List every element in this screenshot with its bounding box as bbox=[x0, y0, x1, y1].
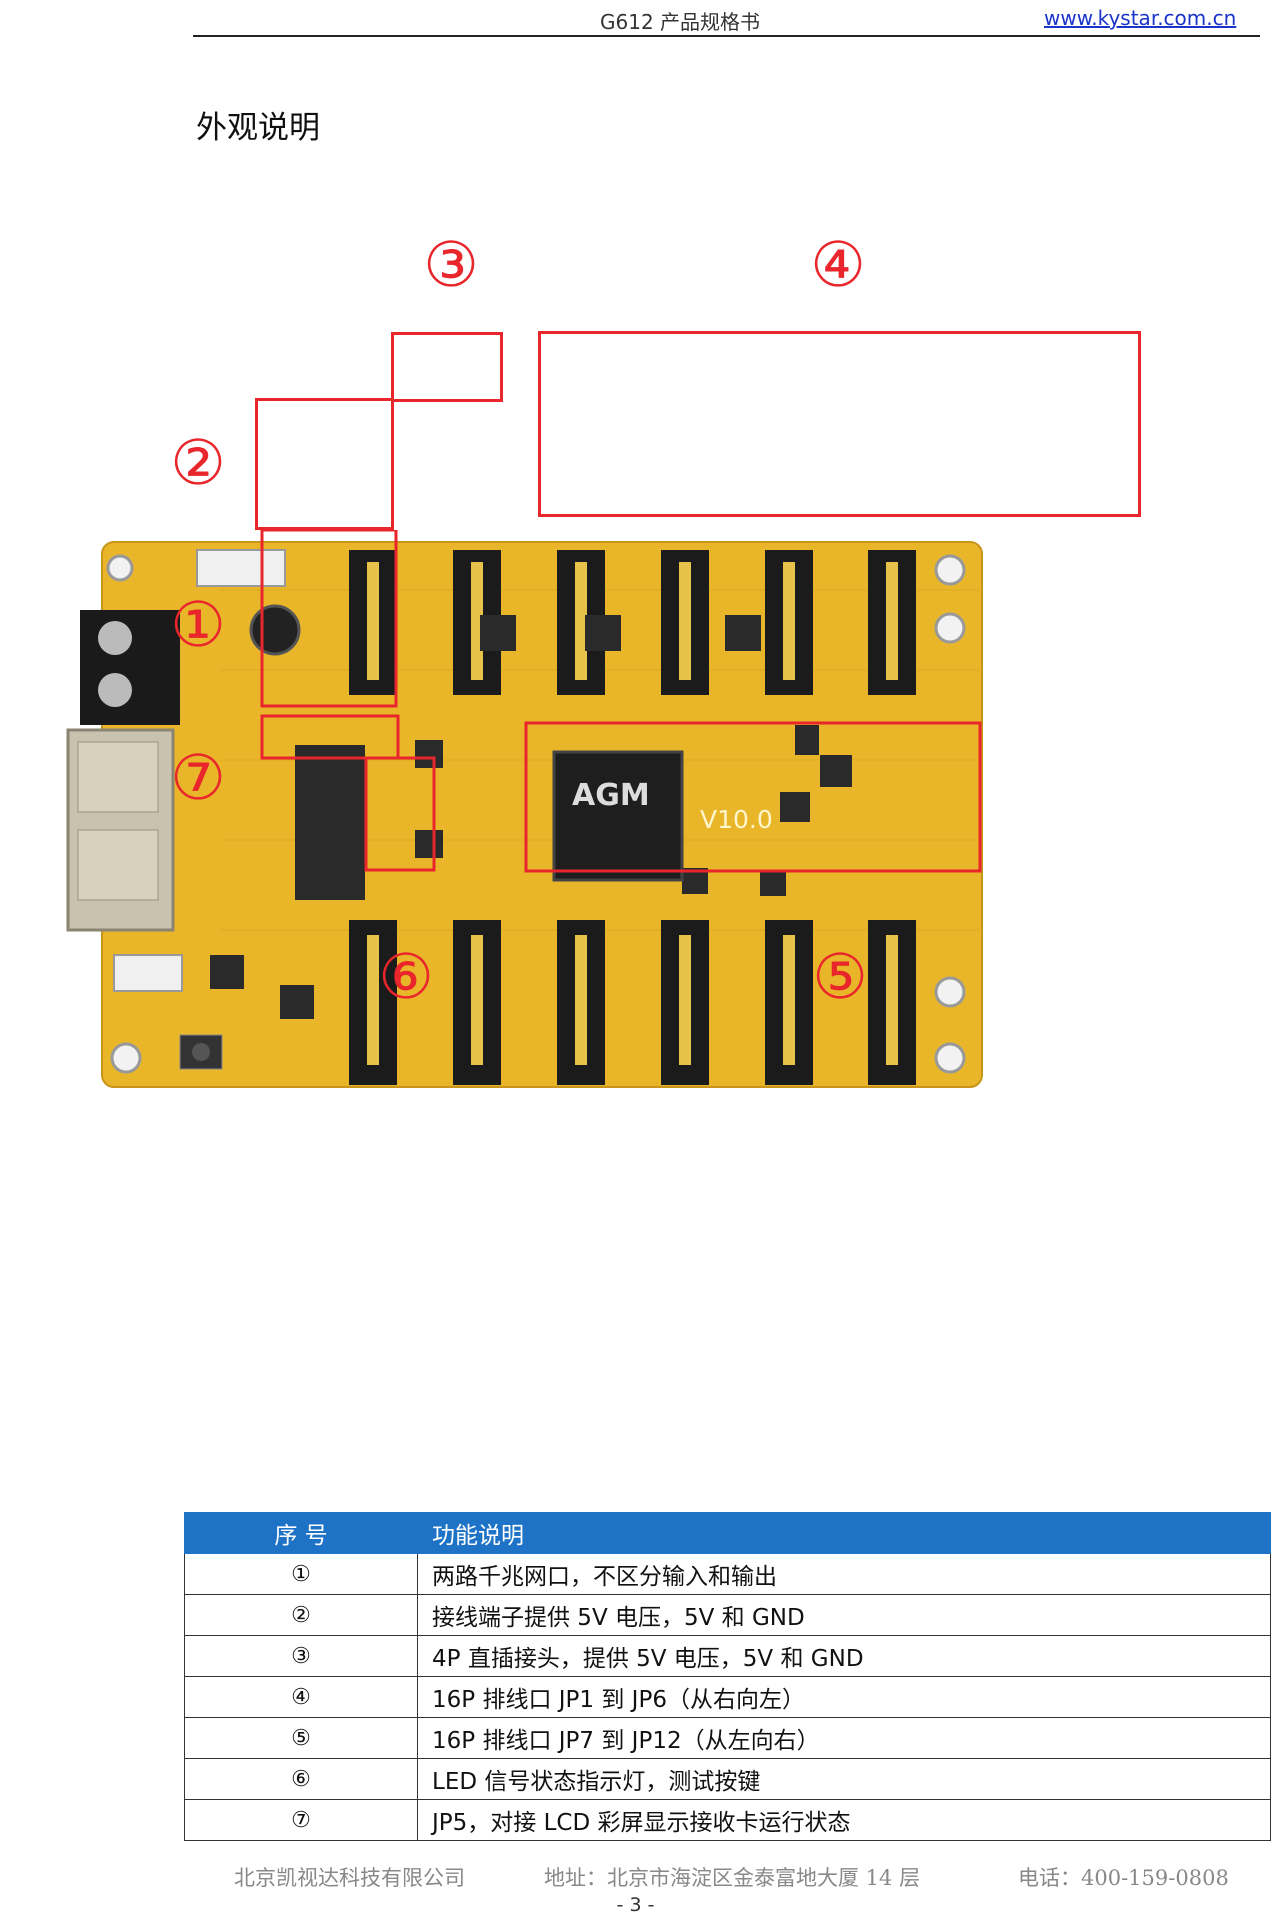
version-label: V10.0 bbox=[700, 805, 773, 834]
row-number: ② bbox=[184, 1594, 418, 1636]
terminal-block bbox=[80, 610, 180, 725]
row-description: 两路千兆网口，不区分输入和输出 bbox=[417, 1553, 1271, 1595]
footer-company: 北京凯视达科技有限公司 bbox=[234, 1866, 465, 1890]
table-row: ⑦ JP5，对接 LCD 彩屏显示接收卡运行状态 bbox=[184, 1799, 1271, 1841]
document-title: G612 产品规格书 bbox=[600, 10, 761, 34]
page-number: - 3 - bbox=[616, 1894, 655, 1916]
header-description: 功能说明 bbox=[417, 1512, 1271, 1554]
website-link[interactable]: www.kystar.com.cn bbox=[1044, 6, 1237, 30]
footer-address: 地址：北京市海淀区金泰富地大厦 14 层 bbox=[544, 1866, 921, 1890]
footer: 北京凯视达科技有限公司 地址：北京市海淀区金泰富地大厦 14 层 电话：400-… bbox=[0, 1862, 1271, 1892]
callout-box-6 bbox=[364, 756, 436, 872]
table-row: ① 两路千兆网口，不区分输入和输出 bbox=[184, 1553, 1271, 1595]
section-title: 外观说明 bbox=[196, 110, 320, 146]
spec-table: 序 号 功能说明 ① 两路千兆网口，不区分输入和输出 ② 接线端子提供 5V 电… bbox=[184, 1512, 1271, 1841]
callout-number-7: ⑦ bbox=[170, 741, 226, 814]
callout-box-5 bbox=[524, 721, 982, 873]
callout-number-2: ② bbox=[170, 426, 226, 499]
row-description: 16P 排线口 JP7 到 JP12（从左向右） bbox=[417, 1717, 1271, 1759]
callout-number-1: ① bbox=[170, 588, 226, 661]
callout-number-4: ④ bbox=[810, 228, 866, 301]
row-description: LED 信号状态指示灯，测试按键 bbox=[417, 1758, 1271, 1800]
row-description: JP5，对接 LCD 彩屏显示接收卡运行状态 bbox=[417, 1799, 1271, 1841]
row-description: 接线端子提供 5V 电压，5V 和 GND bbox=[417, 1594, 1271, 1636]
footer-phone: 电话：400-159-0808 bbox=[1018, 1866, 1229, 1890]
row-description: 4P 直插接头，提供 5V 电压，5V 和 GND bbox=[417, 1635, 1271, 1677]
callout-number-3: ③ bbox=[423, 228, 479, 301]
callout-box-7 bbox=[260, 714, 400, 760]
table-row: ⑤ 16P 排线口 JP7 到 JP12（从左向右） bbox=[184, 1717, 1271, 1759]
table-row: ② 接线端子提供 5V 电压，5V 和 GND bbox=[184, 1594, 1271, 1636]
header-number: 序 号 bbox=[184, 1512, 418, 1554]
table-row: ③ 4P 直插接头，提供 5V 电压，5V 和 GND bbox=[184, 1635, 1271, 1677]
header-rule bbox=[193, 35, 1260, 37]
row-number: ④ bbox=[184, 1676, 418, 1718]
callout-box-3 bbox=[391, 332, 503, 402]
callout-box-4 bbox=[538, 331, 1141, 517]
power-header-4p bbox=[196, 549, 286, 587]
capacitor bbox=[249, 604, 301, 656]
callout-number-5: ⑤ bbox=[812, 940, 868, 1013]
row-description: 16P 排线口 JP1 到 JP6（从右向左） bbox=[417, 1676, 1271, 1718]
power-header-4p-lower bbox=[113, 954, 183, 992]
row-number: ③ bbox=[184, 1635, 418, 1677]
callouts bbox=[260, 530, 982, 873]
chip-label: AGM bbox=[572, 778, 650, 813]
row-number: ⑥ bbox=[184, 1758, 418, 1800]
table-header-row: 序 号 功能说明 bbox=[184, 1512, 1271, 1554]
board-photo: AGM V10.0 bbox=[66, 530, 983, 1088]
row-number: ⑦ bbox=[184, 1799, 418, 1841]
mounting-holes bbox=[106, 554, 966, 1074]
table-row: ④ 16P 排线口 JP1 到 JP6（从右向左） bbox=[184, 1676, 1271, 1718]
callout-box-1 bbox=[260, 530, 398, 708]
fpga-chip bbox=[552, 750, 684, 882]
callout-number-6: ⑥ bbox=[378, 940, 434, 1013]
callout-box-2 bbox=[255, 398, 394, 530]
row-number: ① bbox=[184, 1553, 418, 1595]
row-number: ⑤ bbox=[184, 1717, 418, 1759]
table-row: ⑥ LED 信号状态指示灯，测试按键 bbox=[184, 1758, 1271, 1800]
